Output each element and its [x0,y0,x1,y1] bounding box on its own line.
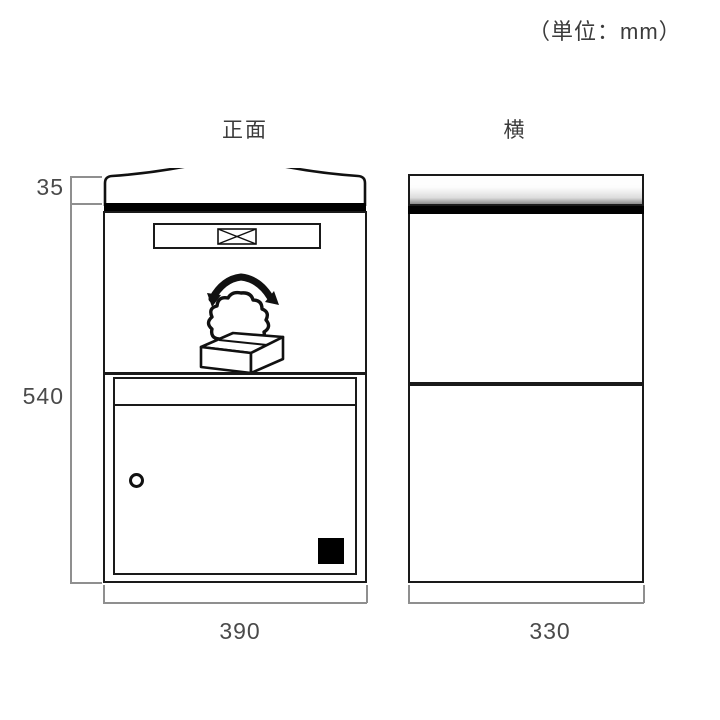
dim-35-vertical-line [70,176,72,204]
parcel-door-panel [113,377,357,575]
unit-note: （単位：mm） [528,19,682,44]
side-lower-compartment [408,384,644,583]
door-top-strip [114,404,356,406]
dim-35-top-tick [70,176,102,178]
front-view-label: 正面 [222,119,268,142]
dim-330-right-tick [643,585,645,603]
side-black-band [408,206,644,214]
dim-540-vertical-line [70,203,72,583]
dim-35-bottom-tick [70,203,102,205]
side-hood-gradient-band [408,174,644,206]
dim-390-horizontal-line [103,602,367,604]
dim-330-left-tick [408,585,410,603]
compartment-divider-line [104,372,366,375]
dim-330-horizontal-line [408,602,644,604]
door-handle-icon [318,538,344,564]
envelope-icon [217,228,257,245]
dimension-value-body-height: 540 [22,383,64,409]
dim-390-right-tick [366,585,368,603]
side-view-drawing [408,174,644,583]
dimension-value-hood-height: 35 [36,174,64,200]
delivery-person-package-icon [199,273,285,375]
dimension-value-side-depth: 330 [529,618,571,644]
side-upper-compartment [408,214,644,384]
dim-540-bottom-tick [70,582,102,584]
hood-black-band [104,203,366,212]
dimension-value-front-width: 390 [219,618,261,644]
side-view-label: 横 [503,119,527,142]
dim-390-left-tick [103,585,105,603]
lock-keyhole-icon [129,473,144,488]
front-view-drawing [103,168,367,583]
mailbox-hood-canopy [103,168,367,206]
